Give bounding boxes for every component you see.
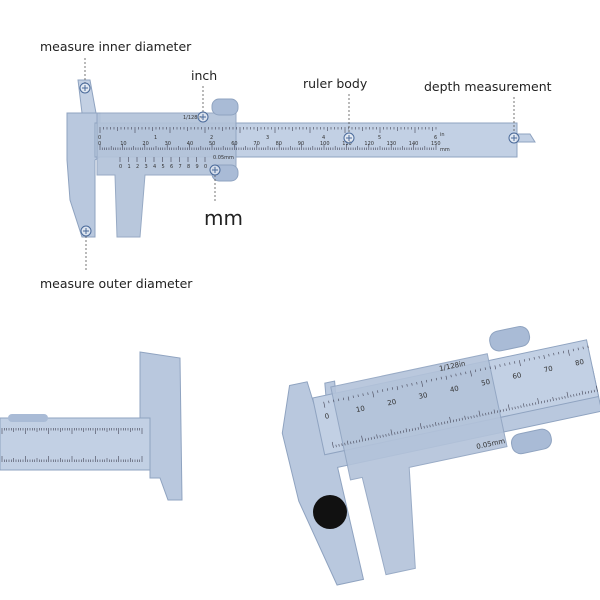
- mm-number: 50: [209, 141, 215, 147]
- crosshair-marker-icon: [508, 132, 520, 144]
- vernier-number: 0: [119, 164, 122, 170]
- measured-ball: [313, 495, 347, 529]
- vernier-number: 4: [153, 164, 156, 170]
- mm-number: 120: [364, 141, 374, 147]
- closeup-mm-number: 0: [324, 412, 330, 421]
- inch-unit: in: [440, 132, 445, 138]
- depth-rod: [516, 133, 536, 143]
- vernier-number: 3: [145, 164, 148, 170]
- label-ruler-body: ruler body: [303, 76, 368, 91]
- mm-number: 130: [387, 141, 397, 147]
- closeup-mm-number: 10: [355, 404, 365, 414]
- mm-number: 40: [187, 141, 193, 147]
- closeup-mm-number: 30: [418, 391, 428, 401]
- vernier-number: 6: [170, 164, 173, 170]
- vernier-number: 9: [196, 164, 199, 170]
- crosshair-marker-icon: [343, 132, 355, 144]
- vernier-number: 0: [204, 164, 207, 170]
- crosshair-marker-icon: [209, 164, 221, 176]
- mm-number: 90: [298, 141, 304, 147]
- vernier-number: 5: [162, 164, 165, 170]
- label-mm: mm: [204, 206, 243, 230]
- vernier-number: 7: [179, 164, 182, 170]
- mm-number: 30: [165, 141, 171, 147]
- label-measure-outer-diameter: measure outer diameter: [40, 276, 193, 291]
- mm-number: 80: [276, 141, 282, 147]
- thumb-wheel-top: [211, 98, 239, 116]
- label-measure-inner-diameter: measure inner diameter: [40, 39, 192, 54]
- mm-number: 20: [142, 141, 148, 147]
- closeup-mm-number: 50: [481, 378, 491, 388]
- mm-number: 100: [320, 141, 330, 147]
- mm-number: 10: [120, 141, 126, 147]
- vernier-number: 8: [187, 164, 190, 170]
- mm-number: 70: [253, 141, 259, 147]
- mm-number: 0: [98, 141, 101, 147]
- label-inch: inch: [191, 68, 218, 83]
- inch-vernier-label: 1/128in: [183, 115, 202, 121]
- inch-number: 4: [322, 135, 325, 141]
- mm-vernier-label: 0.05mm: [213, 155, 234, 161]
- mm-number: 60: [231, 141, 237, 147]
- mm-number: 110: [342, 141, 352, 147]
- closeup-mm-number: 40: [449, 384, 459, 394]
- label-depth-measurement: depth measurement: [424, 79, 552, 94]
- closeup-mm-number: 80: [574, 358, 584, 368]
- inch-number: 0: [98, 135, 101, 141]
- mm-unit: mm: [440, 147, 450, 153]
- inch-number: 2: [210, 135, 213, 141]
- closeup-mm-number: 70: [543, 365, 553, 375]
- crosshair-marker-icon: [79, 82, 91, 94]
- inch-number: 6: [434, 135, 437, 141]
- mm-number: 150: [431, 141, 441, 147]
- inch-number: 5: [378, 135, 381, 141]
- caliper-rear-view: [0, 351, 183, 501]
- vernier-number: 1: [128, 164, 131, 170]
- markers: [79, 82, 520, 237]
- closeup-mm-number: 20: [387, 398, 397, 408]
- inch-number: 3: [266, 135, 269, 141]
- closeup-mm-number: 60: [512, 371, 522, 381]
- slider: [96, 112, 237, 238]
- crosshair-marker-icon: [197, 111, 209, 123]
- inch-number: 1: [154, 135, 157, 141]
- mm-number: 140: [409, 141, 419, 147]
- vernier-number: 2: [136, 164, 139, 170]
- crosshair-marker-icon: [80, 225, 92, 237]
- leader-lines: [84, 58, 515, 270]
